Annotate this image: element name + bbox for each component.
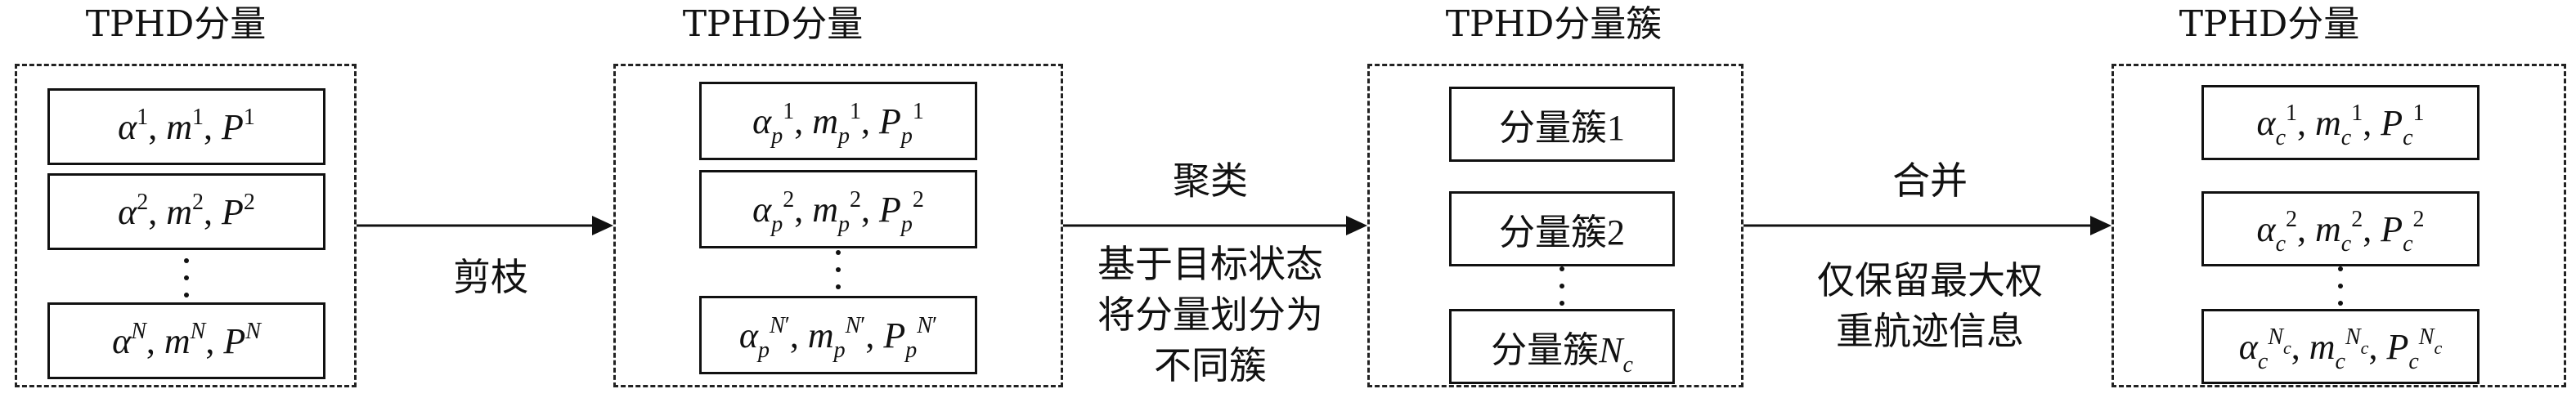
stage2-title: TPHD分量 [682, 3, 864, 45]
cluster-desc-line2: 将分量划分为 [1097, 293, 1323, 337]
arrow-merge [1744, 216, 2112, 235]
pruned-component-1: αp1, mp1, Pp1 [699, 82, 977, 160]
cluster-desc-line3: 不同簇 [1154, 343, 1267, 387]
pruned-component-2: αp2, mp2, Pp2 [699, 170, 977, 248]
component-2: α2, m2, P2 [47, 173, 325, 250]
stage2-group [613, 64, 1063, 387]
pruned-component-n: αpN′, mpN′, PpN′ [699, 296, 977, 374]
merge-top-label: 合并 [1892, 159, 1968, 203]
cluster-1: 分量簇1 [1449, 87, 1675, 162]
component-n: αN, mN, PN [47, 302, 325, 379]
ellipsis-1 [178, 258, 195, 297]
component-1: α1, m1, P1 [47, 88, 325, 165]
ellipsis-2 [830, 250, 846, 289]
stage4-group [2112, 64, 2566, 387]
merged-component-1: αc1, mc1, Pc1 [2201, 85, 2480, 160]
cluster-desc-line1: 基于目标状态 [1097, 242, 1323, 286]
arrow-cluster [1063, 216, 1367, 235]
merge-desc-line2: 重航迹信息 [1836, 309, 2024, 353]
arrow-prune [357, 216, 613, 235]
cluster-top-label: 聚类 [1173, 159, 1248, 203]
stage3-title: TPHD分量簇 [1445, 3, 1663, 45]
merged-component-n: αcNc, mcNc, PcNc [2201, 309, 2480, 384]
cluster-2: 分量簇2 [1449, 191, 1675, 266]
ellipsis-4 [2332, 266, 2349, 306]
ellipsis-3 [1554, 266, 1570, 306]
stage4-title: TPHD分量 [2179, 3, 2360, 45]
merge-desc-line1: 仅保留最大权 [1817, 258, 2043, 302]
prune-label: 剪枝 [453, 255, 528, 299]
cluster-n: 分量簇Nc [1449, 309, 1675, 384]
stage1-title: TPHD分量 [85, 3, 267, 45]
stage1-group [15, 64, 357, 387]
merged-component-2: αc2, mc2, Pc2 [2201, 191, 2480, 266]
stage3-group [1367, 64, 1744, 387]
